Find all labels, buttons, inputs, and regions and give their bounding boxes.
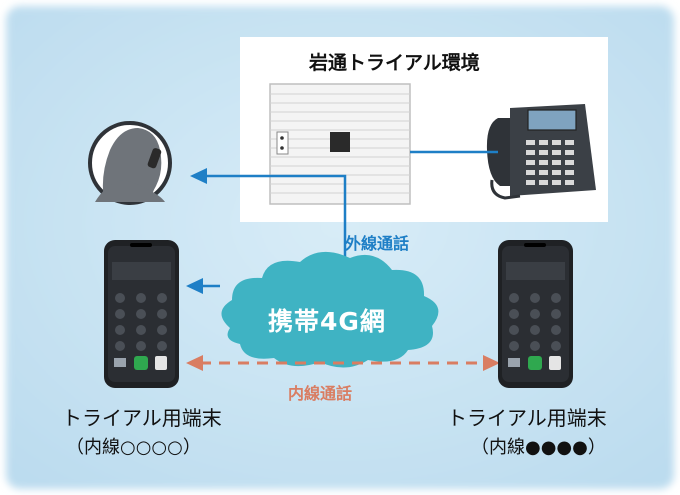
internal-call-label: 内線通話 (288, 384, 353, 403)
external-call-label: 外線通話 (345, 234, 410, 253)
internal-line (186, 355, 500, 371)
environment-title: 岩通トライアル環境 (309, 52, 480, 74)
user-silhouette-icon (88, 121, 172, 205)
smartphone-icon (498, 240, 573, 388)
pbx-unit-icon (269, 83, 411, 205)
cloud-icon (221, 251, 439, 368)
smartphone-icon (104, 240, 179, 388)
right-terminal-extension: （内線●●●●） (471, 437, 606, 458)
network-label: 携帯4G網 (268, 307, 386, 336)
left-terminal-title: トライアル用端末 (62, 406, 222, 430)
desk-phone-icon (486, 104, 596, 200)
left-terminal-extension: （内線○○○○） (66, 437, 201, 458)
right-terminal-title: トライアル用端末 (447, 406, 607, 430)
